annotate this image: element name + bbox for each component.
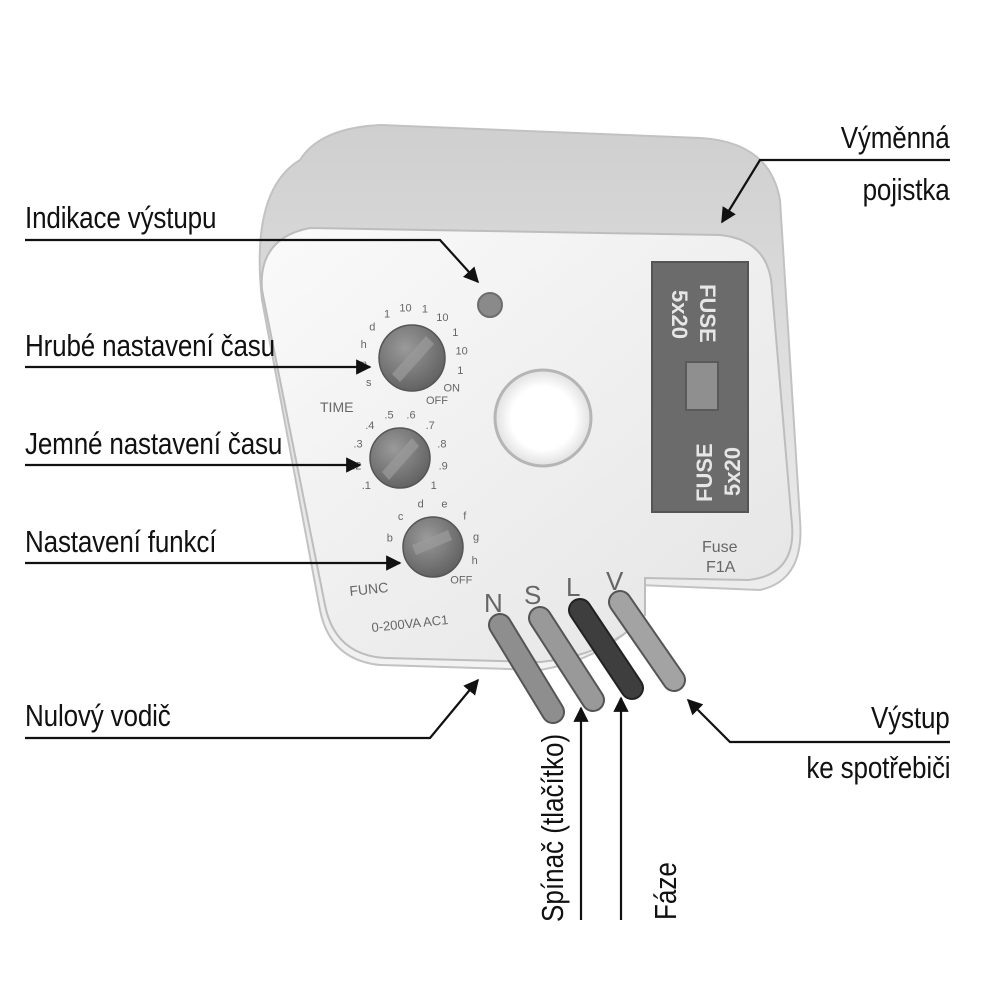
fine-scale-label: .9	[439, 460, 448, 472]
wire-v	[608, 590, 686, 692]
callout-neutral-wire: Nulový vodič	[25, 698, 171, 733]
func-scale-label: g	[473, 531, 479, 543]
terminal-label-l: L	[566, 572, 580, 602]
coarse-scale-label: 10	[455, 345, 467, 357]
time-label: TIME	[320, 399, 353, 415]
mounting-hole	[493, 368, 593, 468]
callout-output-indicator: Indikace výstupu	[25, 200, 217, 235]
fine-scale-label: 1	[431, 480, 437, 492]
callout-output-line2: ke spotřebiči	[805, 750, 950, 785]
func-scale-label: b	[387, 532, 393, 544]
output-indicator-led	[477, 292, 503, 318]
func-scale-label: d	[418, 499, 424, 511]
callout-function-setting: Nastavení funkcí	[25, 524, 217, 559]
terminal-label-n: N	[484, 588, 503, 618]
fuse-bottom-label: FUSE	[692, 443, 717, 502]
fuse-rating-line1: Fuse	[702, 539, 738, 556]
wire-s	[528, 606, 605, 712]
fine-scale-label: .1	[362, 480, 371, 492]
coarse-scale-label: m	[358, 358, 367, 370]
callout-phase: Fáze	[648, 862, 683, 920]
terminal-label-v: V	[606, 566, 624, 596]
coarse-scale-label: 10	[436, 312, 448, 324]
fuse-top-label: FUSE	[695, 284, 720, 343]
coarse-time-knob[interactable]	[378, 324, 446, 392]
leader-fuse	[721, 158, 950, 224]
fine-scale-label: .5	[384, 409, 393, 421]
fine-scale-label: .2	[352, 460, 361, 472]
coarse-scale-label: s	[366, 377, 372, 389]
fine-scale-label: .3	[354, 439, 363, 451]
coarse-scale-label: 1	[452, 327, 458, 339]
coarse-scale-label: 1	[384, 309, 390, 321]
coarse-scale-label: 1	[422, 304, 428, 316]
leader-neutral	[25, 678, 479, 740]
func-scale-label: c	[398, 511, 404, 523]
leader-output-indicator	[25, 238, 480, 284]
callout-output-line1: Výstup	[871, 700, 950, 735]
fine-scale-label: .7	[426, 420, 435, 432]
terminal-label-s: S	[524, 580, 541, 610]
callout-fuse-line2: pojistka	[863, 172, 950, 207]
callout-coarse-time: Hrubé nastavení času	[25, 328, 275, 363]
wire-l	[568, 598, 644, 700]
coarse-scale-label: OFF	[426, 395, 448, 407]
func-label: FUNC	[349, 579, 389, 599]
fine-time-knob[interactable]	[369, 427, 431, 489]
coarse-scale-label: 10	[399, 302, 411, 314]
fuse-rating-line2: F1A	[706, 559, 736, 576]
leader-lines	[25, 158, 950, 920]
func-scale-label: h	[472, 555, 478, 567]
coarse-scale-label: d	[369, 322, 375, 334]
callout-switch-button: Spínač (tlačítko)	[535, 733, 570, 922]
func-scale-label: e	[441, 498, 447, 510]
func-scale-label: f	[463, 511, 467, 523]
coarse-scale-label: h	[361, 339, 367, 351]
fine-scale-label: .8	[437, 439, 446, 451]
fuse-bottom-size: 5x20	[720, 447, 745, 496]
fine-scale-label: .6	[406, 409, 415, 421]
func-scale-label: OFF	[450, 575, 472, 587]
coarse-scale-label: ON	[443, 382, 460, 394]
fuse-top-size: 5x20	[667, 290, 692, 339]
coarse-scale-label: 1	[457, 365, 463, 377]
function-knob[interactable]	[402, 516, 464, 578]
fuse-panel: FUSE 5x20 FUSE 5x20	[651, 261, 749, 513]
fine-scale-label: .4	[365, 420, 374, 432]
callout-fine-time: Jemné nastavení času	[25, 426, 283, 461]
leader-output	[686, 698, 950, 744]
callout-fuse-line1: Výměnná	[841, 120, 950, 155]
wire-n	[488, 613, 565, 724]
